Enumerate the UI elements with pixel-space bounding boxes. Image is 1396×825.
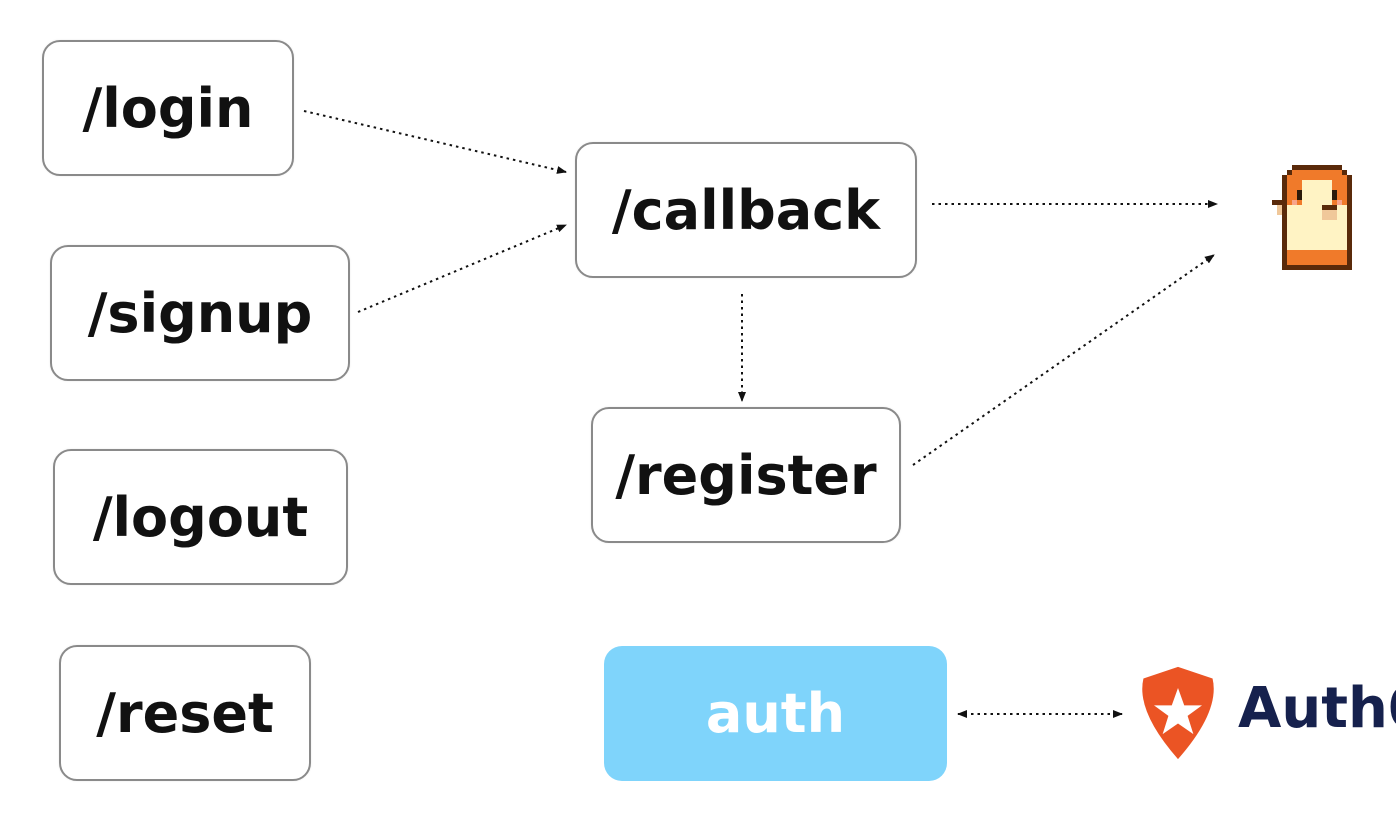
pixel-hamster-icon — [1272, 165, 1352, 270]
reset-route-box: /reset — [59, 645, 311, 781]
edge-login-to-callback — [303, 110, 567, 174]
edge-signup-to-callback — [357, 224, 567, 313]
auth0-shield-star-icon — [1142, 666, 1214, 760]
edge-register-to-mascot — [912, 254, 1215, 466]
auth-service-label: auth — [705, 682, 846, 745]
login-route-label: /login — [82, 76, 254, 140]
auth0-wordmark: Auth0 — [1238, 676, 1396, 741]
callback-route-box: /callback — [575, 142, 917, 278]
reset-route-label: /reset — [96, 681, 274, 745]
signup-route-label: /signup — [87, 281, 313, 345]
signup-route-box: /signup — [50, 245, 350, 381]
register-route-box: /register — [591, 407, 901, 543]
auth-service-box: auth — [604, 646, 947, 781]
login-route-box: /login — [42, 40, 294, 176]
logout-route-box: /logout — [53, 449, 348, 585]
register-route-label: /register — [615, 443, 877, 507]
callback-route-label: /callback — [611, 178, 881, 242]
logout-route-label: /logout — [92, 485, 309, 549]
